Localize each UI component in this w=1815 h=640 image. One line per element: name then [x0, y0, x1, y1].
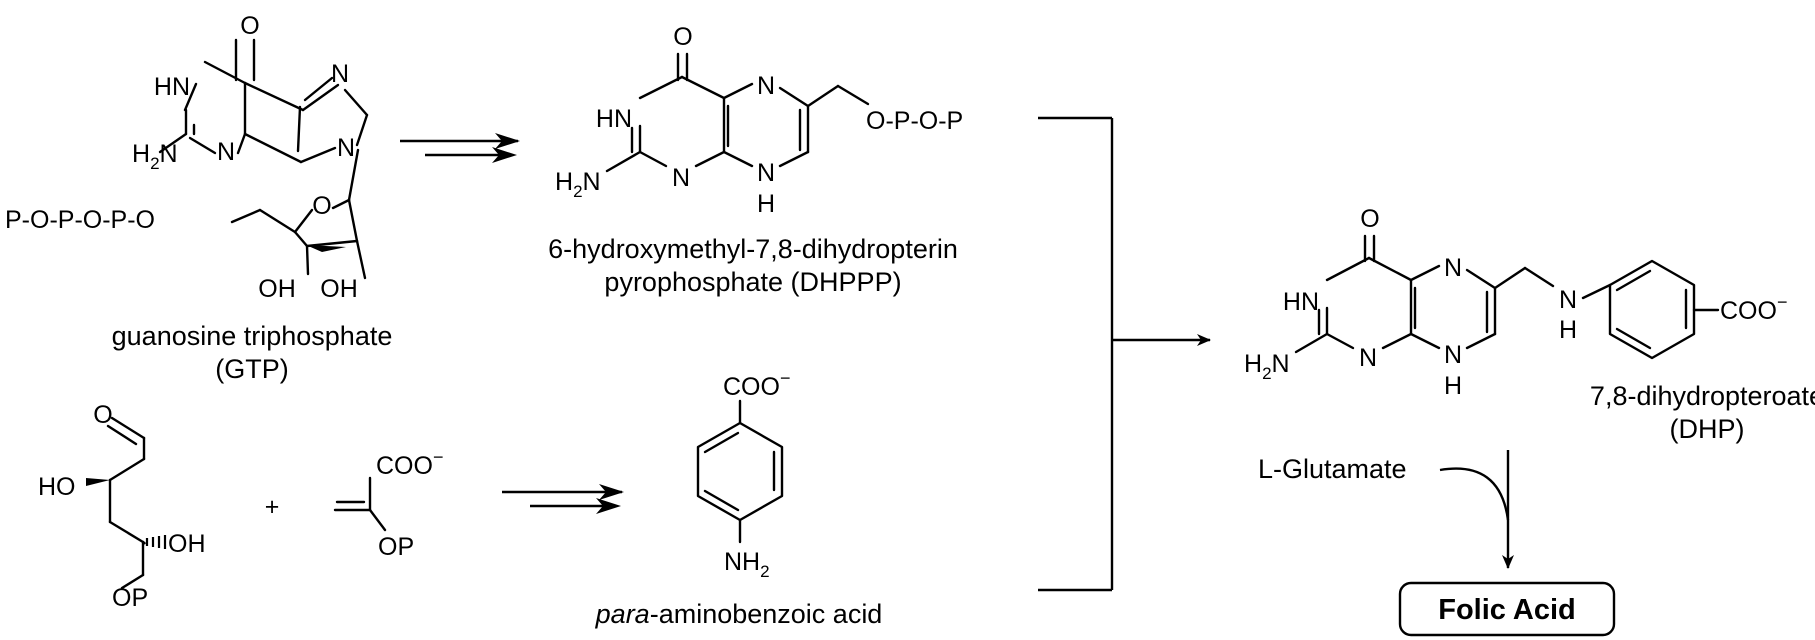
double-arrow-gtp-to-dhppp: [400, 133, 520, 163]
gtp-imidazole-n-ring: N: [337, 134, 355, 162]
dhp-link-h: H: [1559, 316, 1577, 344]
gtp-ring-n-left: N: [217, 138, 235, 166]
folic-acid-label: Folic Acid: [1438, 594, 1576, 626]
dhp-nh-n: N: [1444, 341, 1462, 369]
erythrose-hydroxyl-right: OH: [168, 530, 206, 558]
paba-carboxylate: COO−: [723, 368, 790, 401]
dhppp-n-left: N: [672, 164, 690, 192]
paba-amine: NH2: [724, 548, 770, 581]
dhp-structure: [1294, 234, 1720, 360]
reagent-label: L-Glutamate: [1258, 454, 1407, 484]
dhp-hn-label: HN: [1283, 288, 1319, 316]
dhp-carboxylate: COO−: [1720, 292, 1787, 325]
gtp-carbonyl-oxygen: O: [240, 12, 259, 40]
dhp-caption-line2: (DHP): [1670, 414, 1745, 444]
dhp-n-left: N: [1359, 344, 1377, 372]
folic-acid-box: Folic Acid: [1398, 581, 1616, 637]
dhp-n-top: N: [1444, 254, 1462, 282]
gtp-hydroxyl-1: OH: [258, 275, 296, 303]
dhppp-caption-line1: 6-hydroxymethyl-7,8-dihydropterin: [548, 234, 958, 264]
gtp-ribose-oxygen: O: [312, 192, 331, 220]
dhppp-n-top: N: [757, 72, 775, 100]
double-arrow-to-paba: [502, 484, 624, 514]
gtp-amine-label: H2N: [132, 140, 178, 173]
dhppp-caption-line2: pyrophosphate (DHPPP): [604, 267, 901, 297]
gtp-caption-line2: (GTP): [215, 354, 289, 384]
dhp-carbonyl-oxygen: O: [1360, 205, 1379, 233]
gtp-caption-line1: guanosine triphosphate: [112, 321, 393, 351]
dhp-caption-line1: 7,8-dihydropteroate: [1590, 381, 1815, 411]
paba-structure: [696, 399, 784, 544]
dhppp-pyrophosphate: O-P-O-P: [866, 107, 963, 135]
plus-sign: +: [265, 493, 280, 521]
dhp-amine-label: H2N: [1244, 350, 1290, 383]
gtp-hn-label: HN: [154, 73, 190, 101]
gtp-hydroxyl-2: OH: [320, 275, 358, 303]
pep-carboxylate: COO−: [376, 447, 443, 480]
gtp-imidazole-n-top: N: [331, 60, 349, 88]
pep-structure-fixed: [320, 470, 400, 550]
dhppp-nh-n: N: [757, 159, 775, 187]
erythrose-aldehyde-oxygen: O: [93, 401, 112, 429]
dhppp-hn-label: HN: [596, 105, 632, 133]
dhppp-carbonyl-oxygen: O: [673, 23, 692, 51]
gtp-phosphate-chain: P-O-P-O-P-O: [5, 206, 155, 234]
erythrose-structure-fixed: [80, 416, 190, 640]
paba-caption: para-aminobenzoic acid: [595, 599, 883, 629]
dhppp-amine-label: H2N: [555, 168, 601, 201]
dhp-nh-h: H: [1444, 372, 1462, 400]
gtp-structure: [158, 38, 369, 280]
glutamate-addition-arrow: [1439, 450, 1514, 569]
erythrose-phosphate: OP: [112, 584, 148, 612]
pep-phosphate: OP: [378, 533, 414, 561]
dhp-link-n: N: [1559, 286, 1577, 314]
dhppp-structure: [605, 52, 870, 173]
convergence-bracket: [1038, 116, 1211, 592]
erythrose-hydroxyl-left: HO: [38, 473, 76, 501]
dhppp-nh-h: H: [757, 190, 775, 218]
